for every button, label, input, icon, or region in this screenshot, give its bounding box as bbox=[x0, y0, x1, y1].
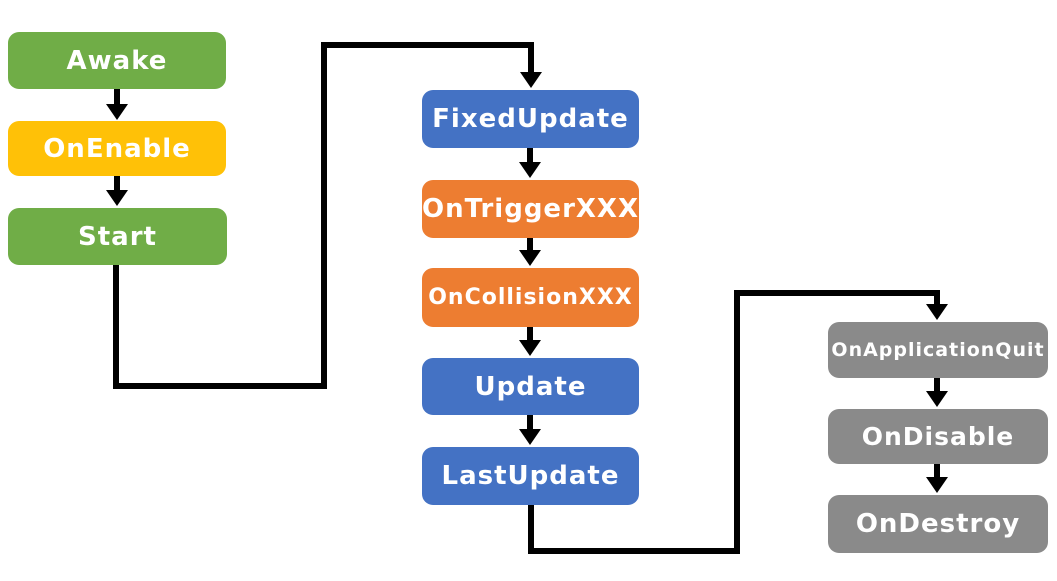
edge-update-lastupdate bbox=[519, 414, 541, 445]
node-onenable: OnEnable bbox=[8, 121, 226, 176]
node-ontriggerxxx: OnTriggerXXX bbox=[422, 180, 639, 238]
node-awake: Awake bbox=[8, 32, 226, 89]
edge-awake-onenable bbox=[106, 89, 128, 120]
edge-ondisable-ondestroy bbox=[926, 462, 948, 493]
node-start: Start bbox=[8, 208, 227, 265]
edge-onenable-start bbox=[106, 176, 128, 206]
node-lastupdate: LastUpdate bbox=[422, 447, 639, 505]
node-onapplicationquit: OnApplicationQuit bbox=[828, 322, 1048, 378]
edge-lastupdate-onapplicationquit bbox=[528, 290, 948, 554]
node-oncollisionxxx: OnCollisionXXX bbox=[422, 268, 639, 327]
edge-onapplicationquit-ondisable bbox=[926, 377, 948, 407]
node-update: Update bbox=[422, 358, 639, 415]
edge-ontrigger-oncollision bbox=[519, 237, 541, 266]
node-ondisable: OnDisable bbox=[828, 409, 1048, 464]
node-fixedupdate: FixedUpdate bbox=[422, 90, 639, 148]
edge-start-fixedupdate bbox=[113, 42, 542, 389]
node-ondestroy: OnDestroy bbox=[828, 495, 1048, 553]
edge-oncollision-update bbox=[519, 326, 541, 356]
edge-fixedupdate-ontrigger bbox=[519, 147, 541, 178]
